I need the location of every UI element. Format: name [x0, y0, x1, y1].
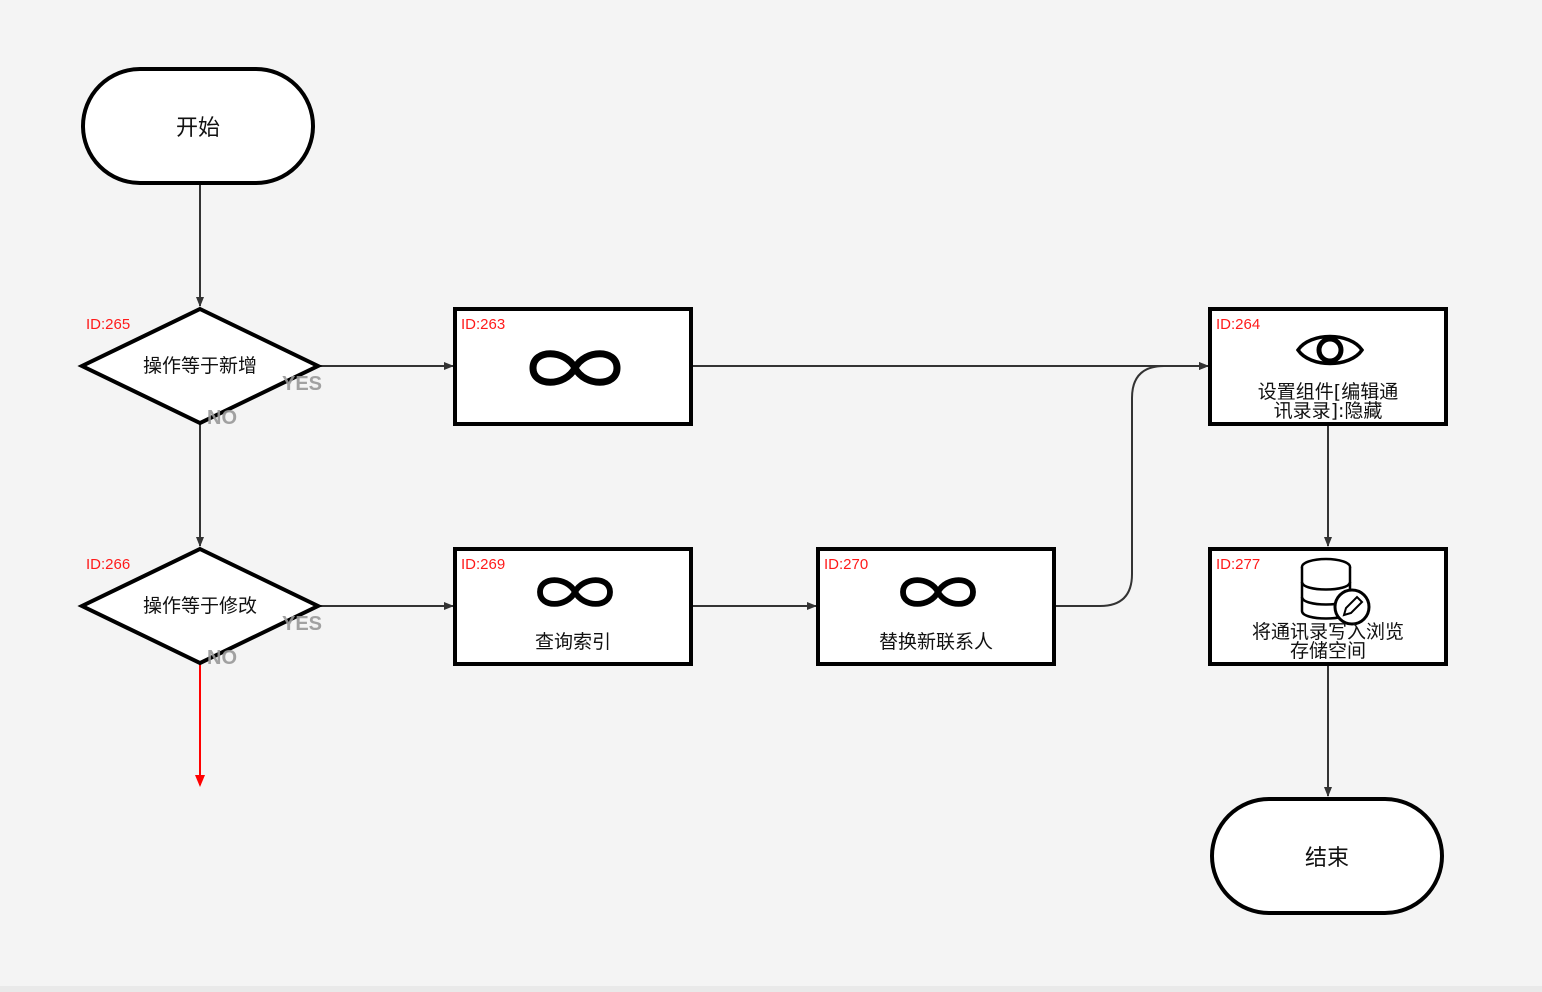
node-263-id: ID:263 [461, 316, 506, 333]
decision-266-label: 操作等于修改 [142, 595, 257, 617]
bottom-strip [0, 986, 1542, 992]
process-node-263[interactable]: ID:263 [453, 307, 693, 426]
decision-266-no-label: NO [207, 647, 237, 669]
start-node[interactable]: 开始 [81, 67, 315, 185]
infinity-icon [537, 577, 613, 607]
decision-265-shape[interactable] [77, 306, 323, 426]
node-277-id: ID:277 [1216, 556, 1261, 573]
node-264-id: ID:264 [1216, 316, 1261, 333]
process-node-277[interactable]: ID:277 将通讯录写入浏览 存储空间 [1208, 547, 1448, 666]
node-277-label-line1: 将通讯录写入浏览 [1251, 621, 1404, 643]
database-edit-icon [1300, 557, 1371, 626]
end-label: 结束 [1304, 846, 1349, 871]
process-node-270[interactable]: ID:270 替换新联系人 [816, 547, 1056, 666]
decision-265-label: 操作等于新增 [142, 355, 257, 377]
edge-270-to-264 [1055, 362, 1209, 607]
infinity-icon [900, 577, 976, 607]
decision-265-yes-label: YES [282, 373, 323, 395]
decision-266-id: ID:266 [86, 556, 131, 573]
decision-266-yes-label: YES [282, 613, 323, 635]
process-node-264[interactable]: ID:264 设置组件[编辑通 讯录录]:隐藏 [1208, 307, 1448, 426]
node-269-id: ID:269 [461, 556, 506, 573]
node-269-label: 查询索引 [534, 631, 611, 653]
start-label: 开始 [175, 116, 220, 141]
infinity-icon [529, 350, 621, 386]
end-node[interactable]: 结束 [1210, 797, 1444, 915]
node-264-label-line2: 讯录录]:隐藏 [1273, 400, 1383, 422]
node-270-label: 替换新联系人 [878, 631, 993, 653]
eye-icon [1295, 334, 1365, 366]
decision-266-shape[interactable] [77, 546, 323, 666]
decision-265-id: ID:265 [86, 316, 131, 333]
node-277-label-line2: 存储空间 [1289, 640, 1366, 662]
node-270-id: ID:270 [824, 556, 869, 573]
decision-265-no-label: NO [207, 407, 237, 429]
process-node-269[interactable]: ID:269 查询索引 [453, 547, 693, 666]
node-264-label-line1: 设置组件[编辑通 [1257, 381, 1399, 403]
